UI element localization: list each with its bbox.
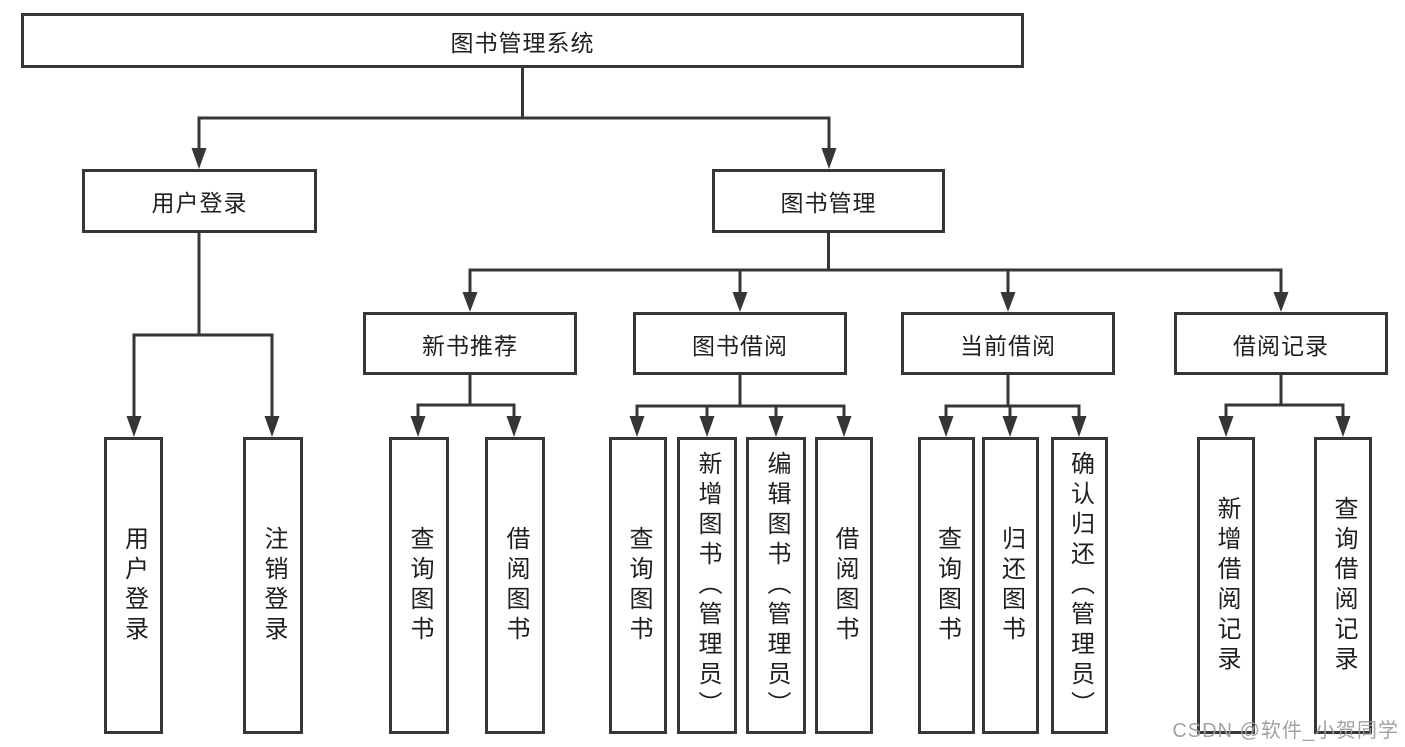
node-book-management: 图书管理 bbox=[712, 169, 945, 233]
leaf-query-books-borrow: 查询图书 bbox=[609, 437, 667, 734]
leaf-user-login: 用户登录 bbox=[104, 437, 163, 734]
leaf-add-borrow-record: 新增借阅记录 bbox=[1197, 437, 1255, 734]
leaf-return-books: 归还图书 bbox=[982, 437, 1039, 734]
node-current-borrow: 当前借阅 bbox=[901, 312, 1115, 375]
leaf-query-borrow-record: 查询借阅记录 bbox=[1314, 437, 1372, 734]
leaf-borrow-books: 借阅图书 bbox=[815, 437, 873, 734]
leaf-query-books-current: 查询图书 bbox=[918, 437, 975, 734]
watermark: CSDN @软件_小贺同学 bbox=[1172, 720, 1399, 742]
node-user-login: 用户登录 bbox=[82, 169, 317, 233]
leaf-add-books-admin: 新增图书（管理员） bbox=[677, 437, 737, 734]
leaf-logout: 注销登录 bbox=[243, 437, 303, 734]
leaf-query-books-recommend: 查询图书 bbox=[389, 437, 449, 734]
node-borrow-records: 借阅记录 bbox=[1174, 312, 1388, 375]
node-book-borrow: 图书借阅 bbox=[633, 312, 847, 375]
leaf-borrow-books-recommend: 借阅图书 bbox=[485, 437, 545, 734]
node-new-book-recommend: 新书推荐 bbox=[363, 312, 577, 375]
node-root-system: 图书管理系统 bbox=[21, 13, 1024, 68]
leaf-edit-books-admin: 编辑图书（管理员） bbox=[746, 437, 806, 734]
leaf-confirm-return-admin: 确认归还（管理员） bbox=[1051, 437, 1108, 734]
